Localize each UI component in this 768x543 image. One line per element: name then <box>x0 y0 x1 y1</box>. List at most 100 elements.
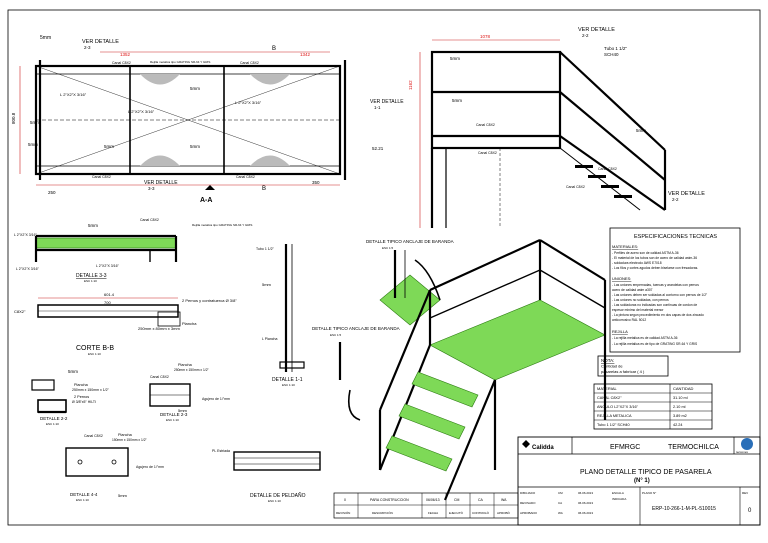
corte-b-b-plate: Plancha <box>182 321 197 326</box>
detail-2-2: 5mm Plancha 250mm x 150mm x 1/2" 2 Perno… <box>31 369 110 426</box>
plan-section-b-bottom: B <box>262 186 266 192</box>
elevation-ver-detalle-bottom: VER DETALLE <box>668 191 705 197</box>
plan-dim-red-1: 1352 <box>120 52 131 57</box>
small-value: WA <box>558 511 563 515</box>
detail-step-scale: ESC 1:10 <box>268 499 281 503</box>
revision-number: 0 <box>748 508 752 514</box>
detail-2-3-plate: Plancha <box>178 363 193 367</box>
detail-step-label: PL Estriada <box>212 449 230 453</box>
plan-callout-bottom-mid: 5mm <box>104 144 114 149</box>
specs-uniones-line: - Las uniones no soldadas, con pernos <box>612 298 669 302</box>
specs-rejilla-line: - La rejilla metalica es de calidad ASTM… <box>612 336 678 340</box>
materials-table: MATERIAL CANTIDAD CANAL C8X2" 31.10 ml A… <box>593 383 713 430</box>
detail-3-3-angle-1: L 2"X2"X 3/16" <box>14 233 38 237</box>
small-value: CM <box>558 491 563 495</box>
contractor-logo-icon <box>741 438 753 450</box>
detail-4-4-callout: 5mm <box>118 493 128 498</box>
rev-cell: 06/06/13 <box>426 498 440 502</box>
rev-label: REV <box>742 491 748 495</box>
plan-canal-top-2: Canal C8X2 <box>240 61 259 65</box>
materials-cell: REJILLA METALICA <box>597 414 632 418</box>
detail-2-2-bolts: 2 Pernos <box>74 395 89 399</box>
plan-title: PLANO DETALLE TIPICO DE PASARELA <box>580 469 712 476</box>
scale-value: INDICADA <box>612 497 626 501</box>
plan-ver-detalle-top: VER DETALLE <box>82 39 119 45</box>
plan-canal-bottom-1: Canal C8X2 <box>92 175 111 179</box>
plan-canal-top-1: Canal C8X2 <box>112 61 131 65</box>
detail-2-3-scale: ESC 1:10 <box>166 418 179 422</box>
plan-callout-bottom-left: 5mm <box>28 142 38 147</box>
plan-dim-red-2: 1342 <box>300 52 311 57</box>
elevation-canal-2: Canal C8X2 <box>478 151 497 155</box>
detalle-tipico-2: DETALLE TIPICO ANCLAJE DE BARANDA <box>312 326 400 331</box>
materials-cell: 2.10 ml <box>673 405 686 409</box>
detalle-tipico-2-scale: ESC 1:5 <box>330 333 342 337</box>
detail-2-3-title: DETALLE 2-3 <box>160 412 188 417</box>
detail-step-title: DETALLE DE PELDAÑO <box>250 492 306 499</box>
specs-materiales-line: - Perfiles de acero son de calidad ASTM … <box>612 251 679 255</box>
detail-1-1-tube: Tubo 1 1/2" <box>256 247 275 251</box>
detail-1-1-plate: L Plancha <box>262 337 277 341</box>
rev-header: EJECUTÓ <box>449 510 464 515</box>
corte-b-b-dim: 700 <box>104 300 111 305</box>
revision-table: 0 PARA CONSTRUCCION 06/06/13 CM CA WA RE… <box>333 492 519 519</box>
materials-header: CANTIDAD <box>673 386 694 391</box>
small-date: 06.06.2013 <box>578 511 593 515</box>
detalle-tipico-1-scale: ESC 1:5 <box>382 246 394 250</box>
drawing-number: ERP-10-266-1-M-PL-510015 <box>652 506 716 512</box>
materials-cell: ANGULO L2"X2"X 3/16" <box>597 405 639 409</box>
detail-2-3-canal: Canal C8X2 <box>150 375 169 379</box>
detail-2-2-bolts-dim: Ø 3/8"x5" HILTI <box>72 400 96 404</box>
detail-3-3-angle-3: L 2"X2"X 3/16" <box>96 264 120 268</box>
elevation-canal-3: Canal C8X2 <box>566 185 585 189</box>
small-label: DIBUJADO <box>520 491 536 495</box>
plan-view: 800.8 250 350 52.21 1352 1342 5mm VER DE… <box>11 35 404 204</box>
detail-4-4-plate-dim: 150mm x 150mm x 1/2" <box>112 438 148 442</box>
specs-rejilla-head: REJILLA <box>612 329 628 334</box>
specs-uniones-line: - Las soldaduras no indicadas son contin… <box>612 303 697 307</box>
detail-3-3-rejilla: Rejilla metalica tipo GRATING SR-64 Y GR… <box>192 223 252 227</box>
plan-dim-height: 800.8 <box>11 112 16 124</box>
rev-header: DESCRIPCIÓN <box>372 510 393 515</box>
detail-1-1-callout: 5mm <box>262 282 272 287</box>
detail-2-2-callout: 5mm <box>68 369 78 374</box>
specs-uniones-line: - La pintura segun procedimiento en dos … <box>612 313 704 317</box>
detail-1-1-scale: ESC 1:10 <box>282 383 295 387</box>
detail-1-1-title: DETALLE 1-1 <box>272 377 303 383</box>
plan-ver-detalle-right-id: 1-1 <box>374 105 381 110</box>
plan-callout-right-1: 5mm <box>190 86 200 91</box>
plan-section-b-top: B <box>272 46 276 52</box>
rev-header: CONTROLÓ <box>472 510 490 515</box>
detail-2-3-plate-dim: 250mm x 150mm x 1/2" <box>174 368 210 372</box>
detail-1-1: Tubo 1 1/2" 5mm L Plancha DETALLE 1-1 ES… <box>256 244 305 387</box>
materials-cell: Tubo 1 1/2" SCH40 <box>597 423 630 427</box>
elevation-frame <box>430 50 562 150</box>
specs-uniones-line: acero de calidad astm a307 <box>612 288 653 292</box>
detail-2-2-title: DETALLE 2-2 <box>40 416 68 421</box>
detalle-tipico-anclaje: DETALLE TIPICO ANCLAJE DE BARANDA ESC 1:… <box>312 239 454 380</box>
detail-3-3-canal: Canal C8X2 <box>140 218 159 222</box>
specs-rejilla-line: - La rejilla metalica es de tipo de GRAT… <box>612 342 698 346</box>
rev-header: REVISIÓN <box>336 510 350 515</box>
materials-header: MATERIAL <box>597 386 617 391</box>
detail-2-3-hole: Agujero de 1/"mm <box>202 397 230 401</box>
elevation-canal-1: Canal C8X2 <box>476 123 495 127</box>
elevation-view: 1162 1078 VER DETALLE 2-2 Tubo 1 1/2" SC… <box>408 27 705 228</box>
detail-4-4-hole: Agujero de 1/"mm <box>136 465 164 469</box>
small-label: REVISADO <box>520 501 536 505</box>
plan-ver-detalle-right: VER DETALLE <box>370 99 404 105</box>
small-date: 06.06.2013 <box>578 501 593 505</box>
detail-3-3-grating <box>35 237 177 249</box>
sheet-border <box>7 9 761 526</box>
detail-2-2-plate: Plancha <box>74 383 89 387</box>
nota-line-1: Cantidad de <box>601 364 623 369</box>
corte-b-b-title: CORTE B-B <box>76 345 114 352</box>
detail-4-4-canal: Canal C8X2 <box>84 434 103 438</box>
title-block: Calidda EFMRGC TERMOCHILCA tecconex PLAN… <box>517 436 761 526</box>
client-logo-icon <box>522 440 530 448</box>
detail-2-2-plate-dim: 250mm x 150mm x 1/2" <box>72 388 110 392</box>
small-date: 06.06.2013 <box>578 491 593 495</box>
rev-cell: 0 <box>344 498 346 502</box>
detail-3-3-angle-2: L 2"X2"X 3/16" <box>16 267 40 271</box>
